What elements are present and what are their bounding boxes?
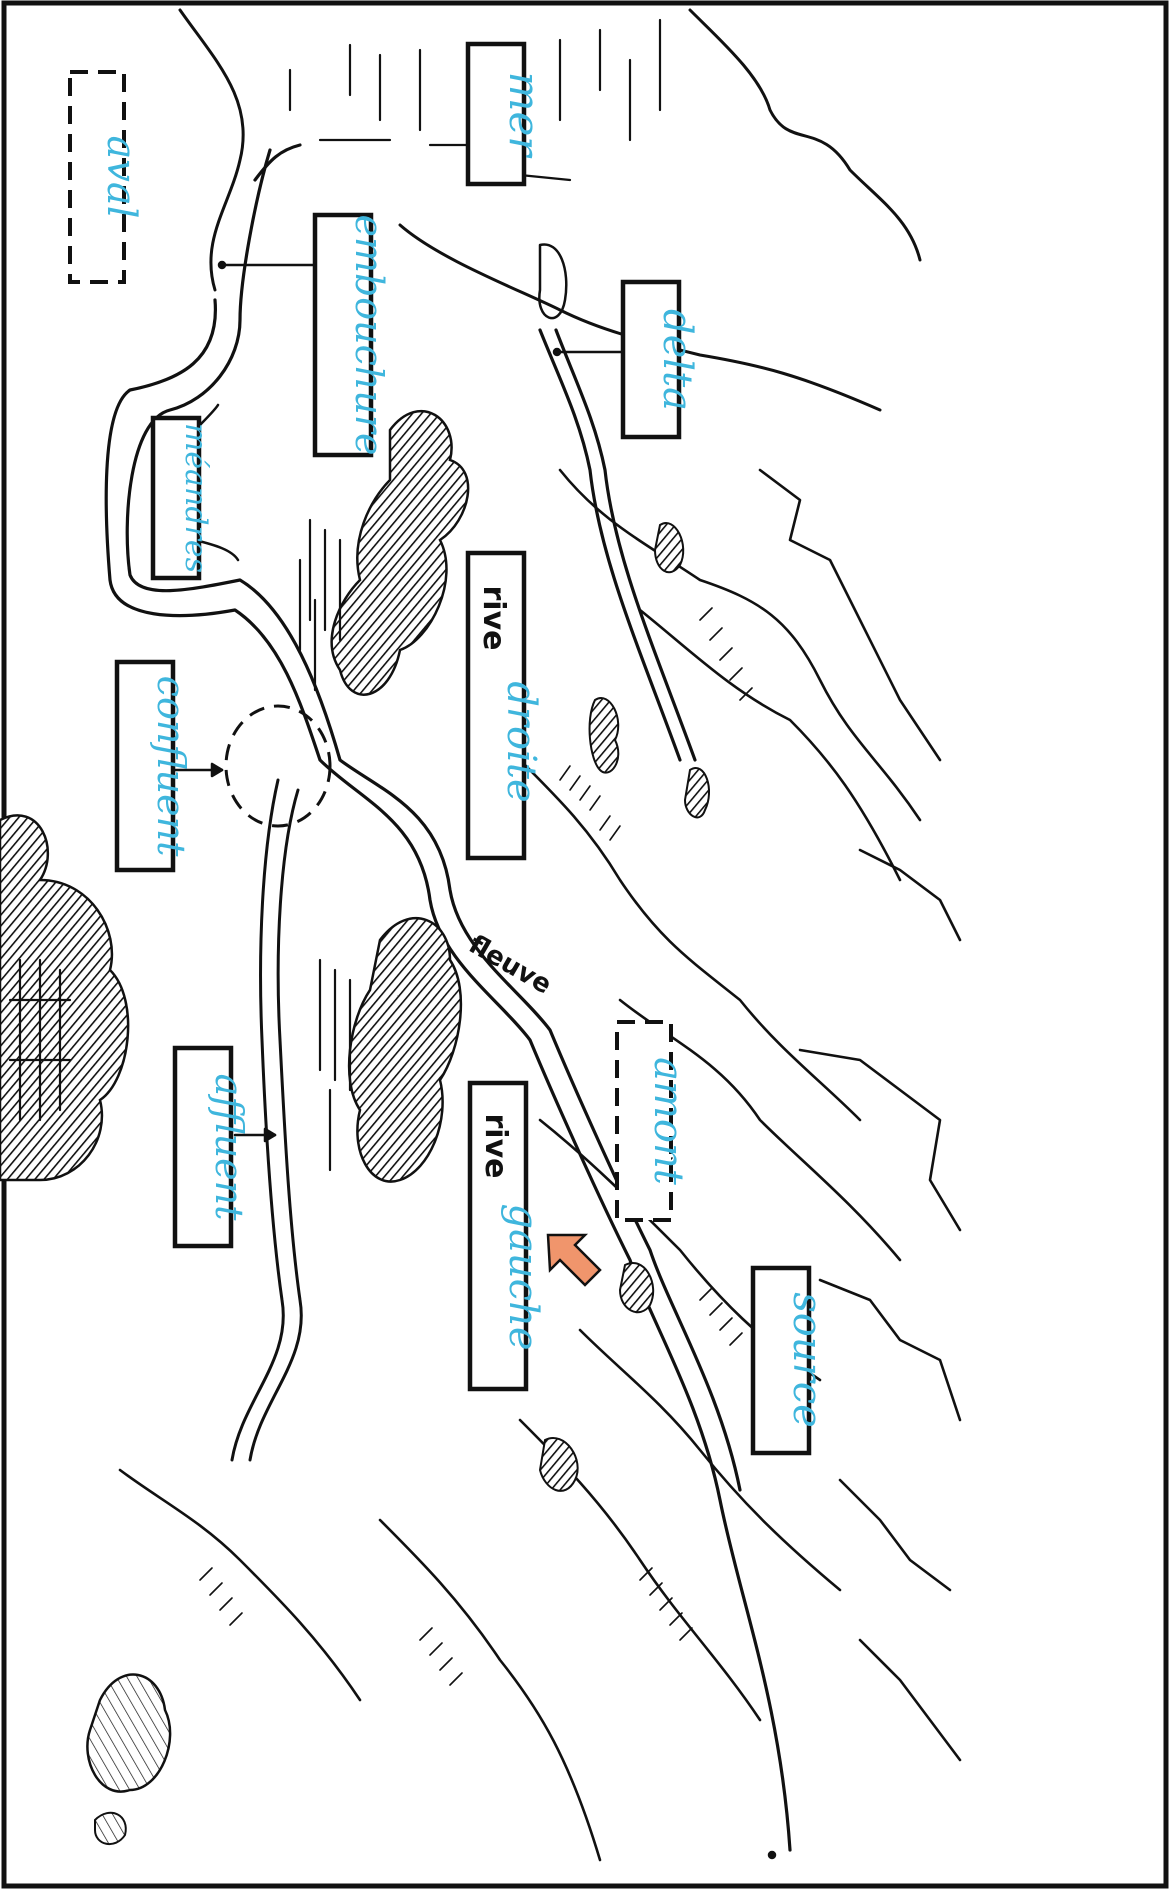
- fleuve-text: fleuve: [464, 930, 557, 1001]
- label-rive-droite: rive droite: [468, 553, 544, 858]
- label-amont: amont: [617, 1022, 691, 1220]
- rive-droite-handwritten: droite: [498, 681, 544, 802]
- label-rive-gauche: rive gauche: [470, 1083, 546, 1389]
- amont-text: amont: [645, 1057, 691, 1186]
- mer-text: mer: [500, 72, 549, 160]
- label-confluent: confluent: [117, 662, 193, 870]
- label-mer: mer: [468, 44, 549, 184]
- rock-icon: [87, 1675, 170, 1845]
- orange-arrow-icon: [548, 1235, 600, 1285]
- forest-icon: [540, 523, 709, 1491]
- rive-gauche-handwritten: gauche: [500, 1203, 546, 1350]
- confluent-circle: [226, 706, 330, 826]
- affluent-text: affluent: [207, 1074, 251, 1222]
- label-meandres: méandres: [153, 418, 213, 578]
- embouchure-text: embouchure: [347, 214, 391, 455]
- aval-text: aval: [98, 135, 144, 218]
- label-aval: aval: [70, 72, 144, 282]
- confluent-text: confluent: [149, 676, 193, 857]
- forest-icon: [320, 918, 461, 1181]
- delta-text: delta: [654, 309, 700, 411]
- label-delta: delta: [623, 282, 700, 437]
- label-embouchure: embouchure: [315, 214, 391, 455]
- forest-icon: [0, 815, 128, 1180]
- rive-gauche-printed: rive: [478, 1114, 513, 1179]
- label-source: source: [753, 1268, 830, 1453]
- label-affluent: affluent: [175, 1048, 251, 1246]
- source-text: source: [784, 1292, 830, 1428]
- diagram-frame: [4, 3, 1166, 1886]
- rive-droite-printed: rive: [476, 586, 511, 651]
- meandres-text: méandres: [178, 423, 213, 573]
